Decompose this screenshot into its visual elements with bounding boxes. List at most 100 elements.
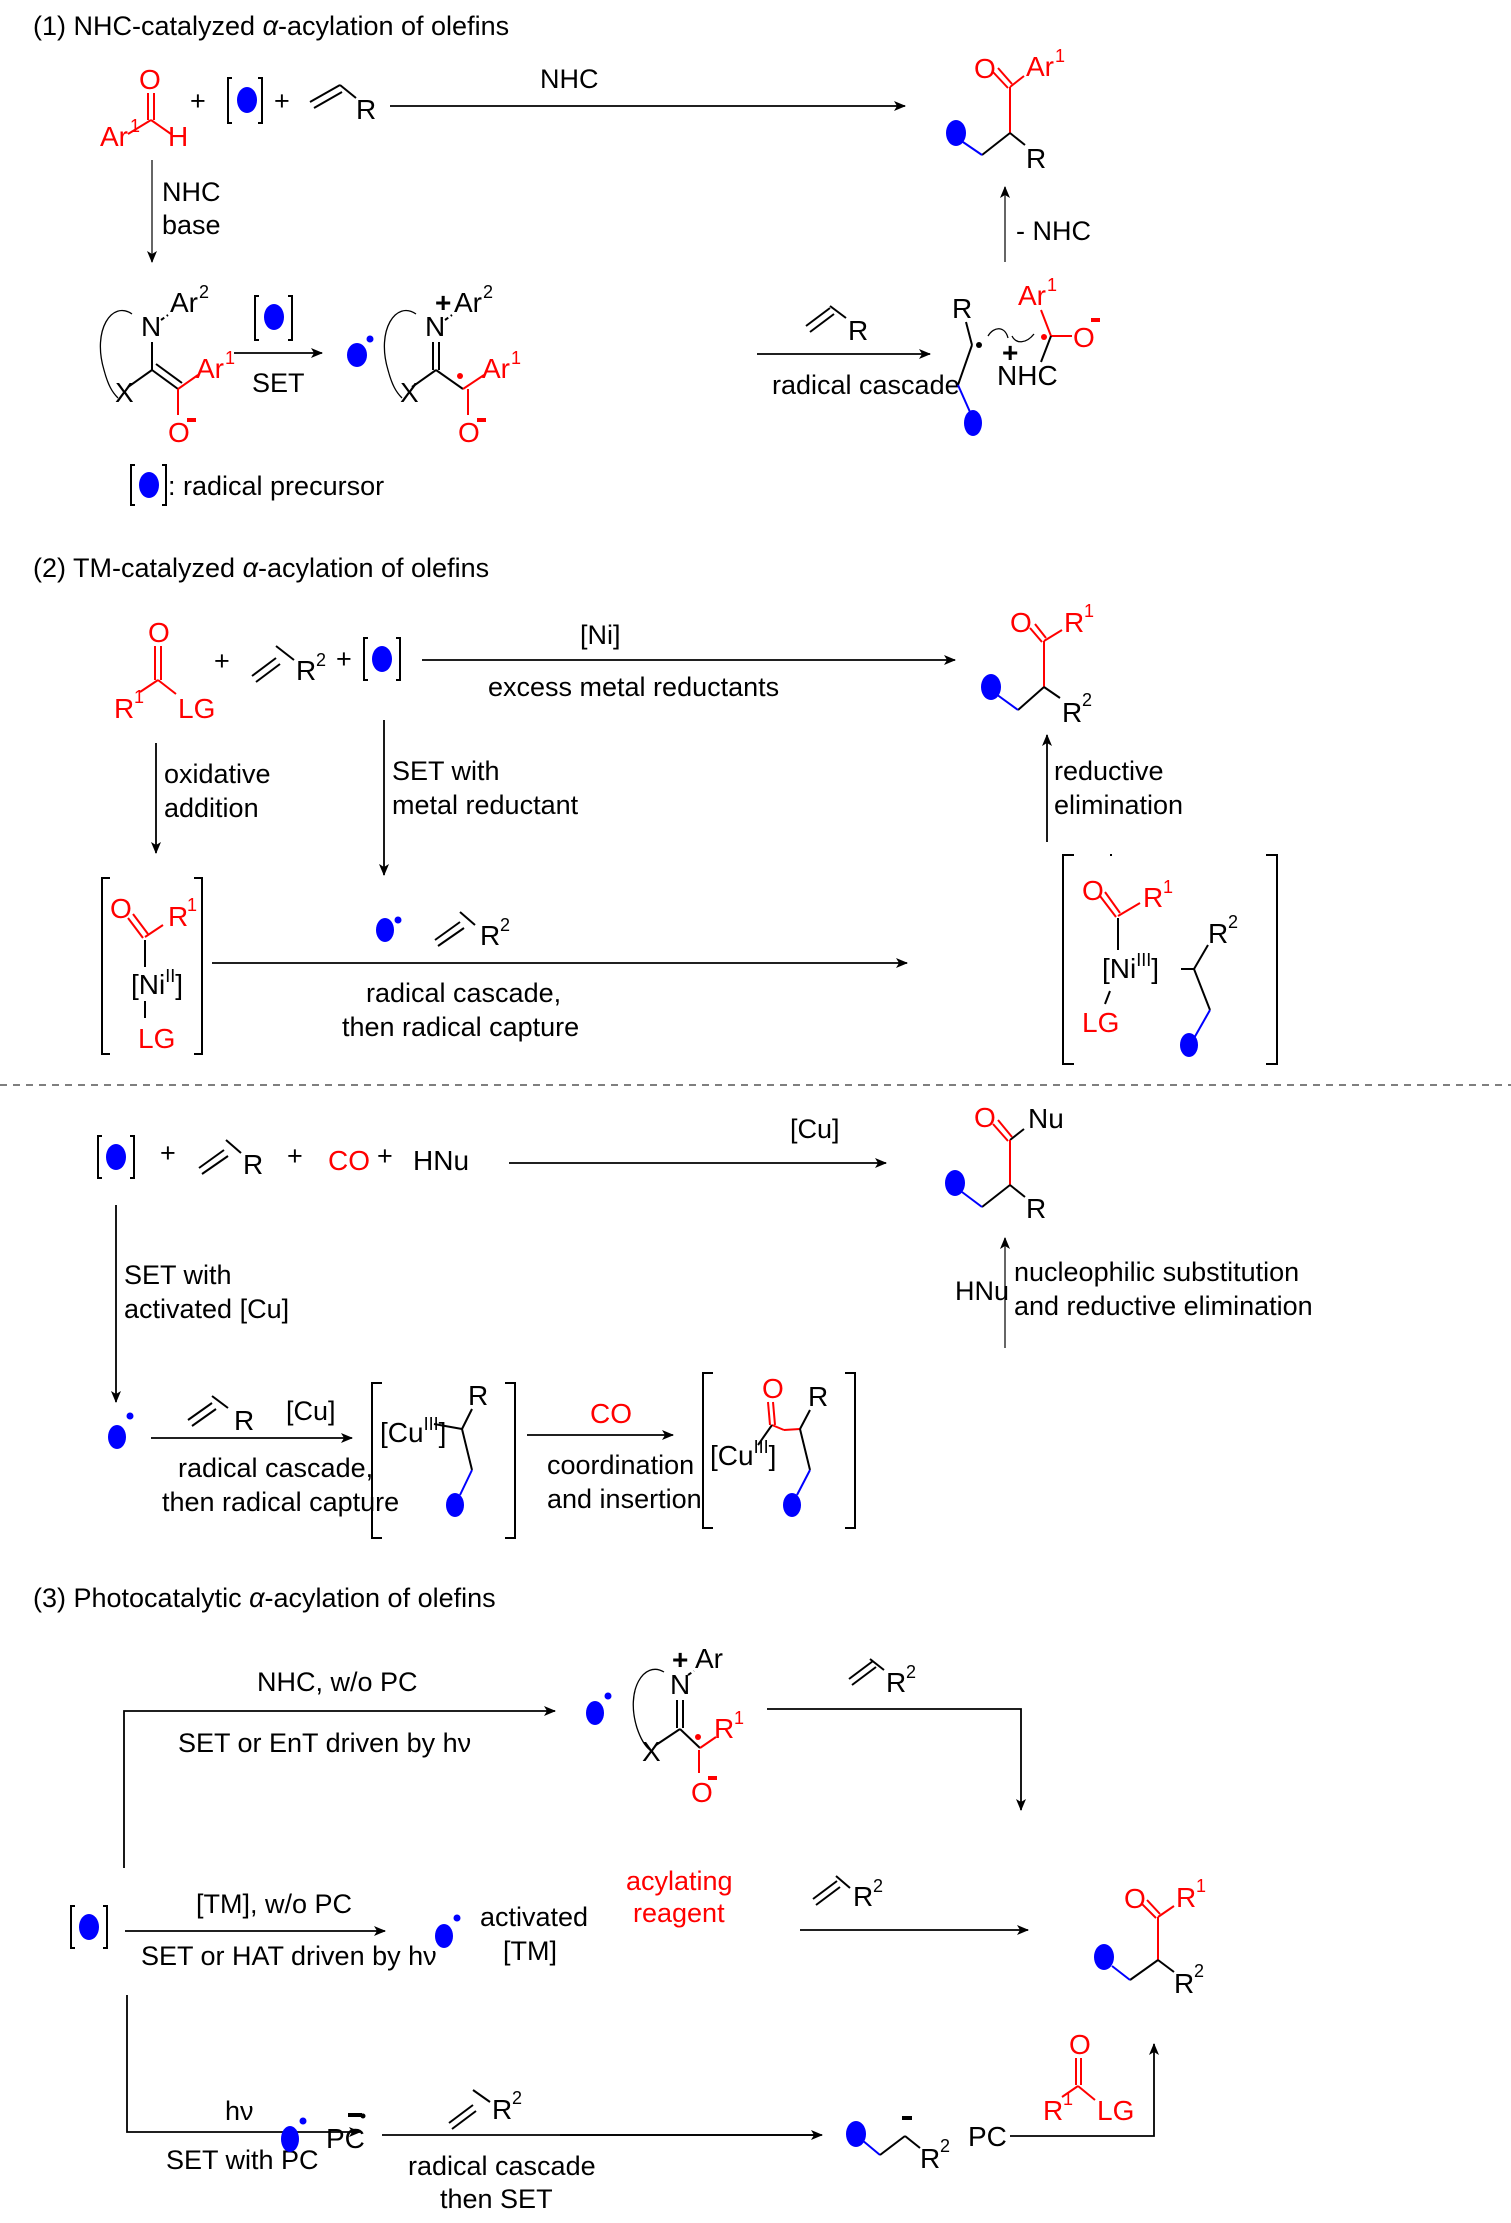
svg-text:N: N xyxy=(141,311,161,342)
arrow-label: NHC, w/o PC xyxy=(257,1667,418,1697)
svg-text:+: + xyxy=(435,287,451,318)
arrow-label: [Cu] xyxy=(286,1396,336,1426)
carbon-monoxide: CO xyxy=(328,1145,370,1176)
svg-text:N: N xyxy=(425,311,445,342)
svg-text:1: 1 xyxy=(734,1708,744,1728)
radical-precursor xyxy=(227,77,263,124)
arrow-label: [TM], w/o PC xyxy=(196,1889,352,1919)
svg-text:2: 2 xyxy=(940,2136,950,2156)
svg-text:LG: LG xyxy=(178,693,215,724)
arrow-label: reagent xyxy=(633,1898,725,1928)
svg-text:R: R xyxy=(1026,1193,1046,1224)
arrow-label: metal reductant xyxy=(392,790,579,820)
section-2-copper: + R + CO + HNu [Cu] O Nu R HNu nucleophi… xyxy=(97,1102,1313,1539)
svg-text:2: 2 xyxy=(1228,912,1238,932)
arrow-label: oxidative xyxy=(164,759,271,789)
svg-text:NHC: NHC xyxy=(997,360,1058,391)
plus-sign: + xyxy=(287,1141,303,1171)
arrow-label: reductive xyxy=(1054,756,1164,786)
svg-text:O: O xyxy=(974,53,996,84)
arrow-label: hν xyxy=(225,2096,254,2126)
svg-text:X: X xyxy=(642,1736,661,1767)
svg-text:1: 1 xyxy=(1055,46,1065,66)
svg-text:R: R xyxy=(296,655,316,686)
svg-text:1: 1 xyxy=(130,116,140,136)
svg-text:2: 2 xyxy=(512,2088,522,2108)
product-amide-ester: O Nu R xyxy=(945,1102,1064,1224)
arrow-label: coordination xyxy=(547,1450,694,1480)
olefin: R xyxy=(198,1139,263,1180)
section-1: (1) NHC-catalyzed α-acylation of olefins… xyxy=(33,11,1100,506)
svg-text:: radical precursor: : radical precursor xyxy=(168,471,384,501)
svg-text:R: R xyxy=(1174,1968,1194,1999)
svg-text:1: 1 xyxy=(1047,275,1057,295)
arrow-label: then radical capture xyxy=(162,1487,399,1517)
arrow-label: radical cascade xyxy=(408,2151,596,2181)
svg-text:PC: PC xyxy=(968,2121,1007,2152)
svg-text:Ar: Ar xyxy=(695,1643,723,1674)
svg-text:1: 1 xyxy=(134,687,144,707)
arrow-label: radical cascade xyxy=(772,370,960,400)
arrow-label: NHC xyxy=(162,177,221,207)
svg-text:X: X xyxy=(115,377,134,408)
arrow-label: HNu xyxy=(955,1276,1009,1306)
svg-text:2: 2 xyxy=(873,1876,883,1896)
svg-text:2: 2 xyxy=(1082,690,1092,710)
svg-text:[CuIII]: [CuIII] xyxy=(710,1437,776,1471)
svg-text:R: R xyxy=(1043,2095,1063,2126)
svg-text:1: 1 xyxy=(225,348,235,368)
svg-text:O: O xyxy=(1073,322,1095,353)
svg-text:R: R xyxy=(492,2094,512,2125)
svg-text:LG: LG xyxy=(1097,2095,1134,2126)
arrow-label: NHC xyxy=(540,64,599,94)
radical-precursor xyxy=(363,637,401,681)
svg-text:Ar: Ar xyxy=(1018,280,1046,311)
arrow-label: SET or EnT driven by hν xyxy=(178,1728,471,1758)
plus-sign: + xyxy=(214,646,230,676)
svg-text:R: R xyxy=(1176,1882,1196,1913)
nickel-ii-intermediate: O R1 [NiII] LG xyxy=(101,877,203,1055)
radical xyxy=(108,1412,134,1449)
svg-text:O: O xyxy=(1069,2029,1091,2060)
svg-text:O: O xyxy=(458,417,480,448)
svg-text:R: R xyxy=(1026,143,1046,174)
copper-iii-alkyl-intermediate: [CuIII] R xyxy=(371,1380,516,1539)
radical xyxy=(376,916,402,942)
arrow-label: acylating xyxy=(626,1866,733,1896)
svg-text:R: R xyxy=(1064,607,1084,638)
olefin: R xyxy=(187,1395,254,1436)
radical xyxy=(435,1914,461,1948)
arrow-label: nucleophilic substitution xyxy=(1014,1257,1299,1287)
olefin: R xyxy=(805,305,868,346)
olefin: R xyxy=(309,84,376,125)
svg-text:O: O xyxy=(762,1373,784,1404)
radical xyxy=(586,1692,612,1725)
svg-text:+: + xyxy=(1002,337,1018,368)
radical xyxy=(281,2117,307,2152)
branch-nhc-line xyxy=(123,1710,552,1868)
svg-text:2: 2 xyxy=(1194,1961,1204,1981)
svg-text:R: R xyxy=(952,293,972,324)
svg-text:O: O xyxy=(974,1102,996,1133)
arrow-label: - NHC xyxy=(1016,216,1091,246)
svg-text:H: H xyxy=(168,121,188,152)
svg-text:LG: LG xyxy=(138,1023,175,1054)
svg-text:LG: LG xyxy=(1082,1007,1119,1038)
svg-text:R: R xyxy=(234,1405,254,1436)
arrow-label: [Ni] xyxy=(580,620,621,650)
svg-text:R: R xyxy=(1062,697,1082,728)
svg-text:R: R xyxy=(480,920,500,951)
svg-text:X: X xyxy=(400,377,419,408)
section-2: (2) TM-catalyzed α-acylation of olefins … xyxy=(33,553,1278,1065)
section-2-title: (2) TM-catalyzed α-acylation of olefins xyxy=(33,553,489,583)
